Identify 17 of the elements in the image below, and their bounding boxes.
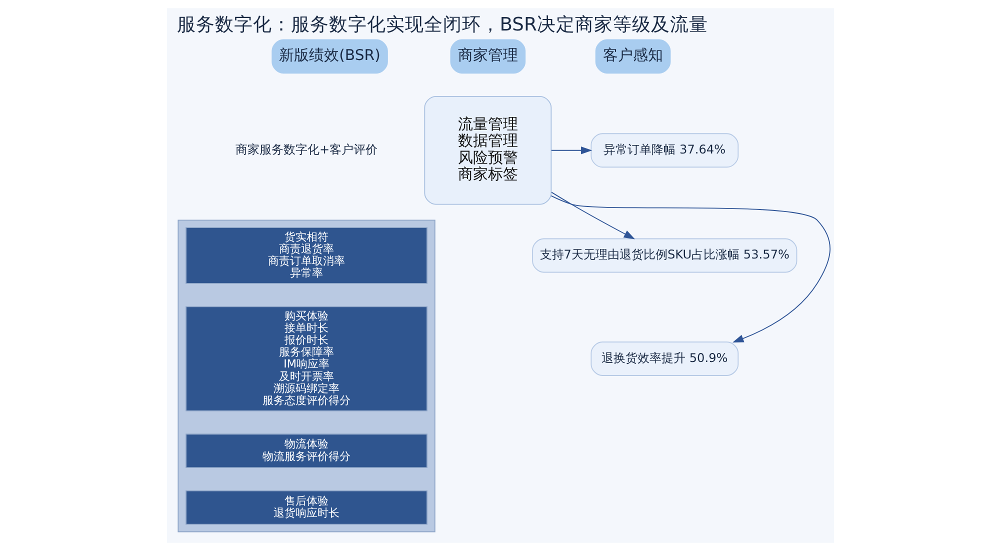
node-box: 售后体验 退货响应时长 — [185, 490, 427, 525]
node-box: 退换货效率提升 50.9% — [590, 342, 738, 376]
node-box: 流量管理 数据管理 风险预警 商家标签 — [424, 96, 552, 205]
node-box: 异常订单降幅 37.64% — [590, 133, 738, 168]
node-box: 新版绩效(BSR) — [271, 39, 388, 74]
node-box: 客户感知 — [594, 39, 670, 74]
arrow — [550, 146, 592, 154]
node-box: 购买体验 接单时长 报价时长 服务保障率 IM响应率 及时开票率 溯源码绑定率 服务态度评价得分 — [185, 306, 427, 412]
arrow — [550, 192, 635, 240]
node-box: 支持7天无理由退货比例SKU占比涨幅 53.57% — [532, 238, 797, 273]
label: 商家服务数字化+客户评价 — [234, 142, 378, 157]
node-box: 商家管理 — [450, 39, 526, 74]
node-box: 货实相符 商责退货率 商责订单取消率 异常率 — [185, 227, 427, 284]
arrow — [550, 195, 830, 342]
node-box: 物流体验 物流服务评价得分 — [185, 434, 427, 468]
cluster — [177, 220, 435, 532]
diagram-title: 服务数字化：服务数字化实现全闭环，BSR决定商家等级及流量 — [176, 14, 708, 36]
